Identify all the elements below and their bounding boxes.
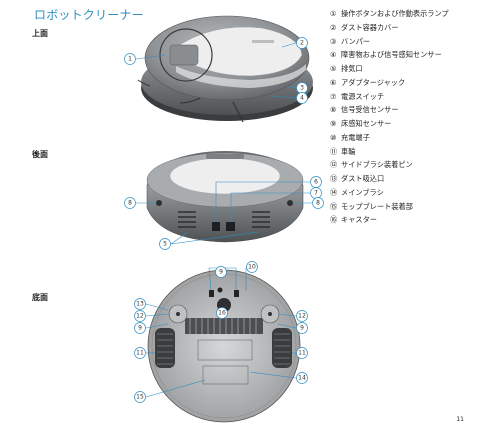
charge-terminal-right <box>234 290 239 297</box>
callout-marker: 8 <box>124 197 136 209</box>
side-brush-pin-left <box>176 312 180 316</box>
robot-bottom-view <box>147 269 301 423</box>
svg-text:13: 13 <box>136 301 144 308</box>
svg-text:4: 4 <box>300 95 304 102</box>
mop-plate-mount <box>202 365 249 385</box>
callout-marker: 14 <box>296 372 308 384</box>
svg-text:9: 9 <box>138 325 142 332</box>
side-brush-pin-right <box>268 312 272 316</box>
power-switch <box>226 222 235 231</box>
callout-marker: 3 <box>296 82 308 94</box>
callout-marker: 9 <box>296 322 308 334</box>
callout-marker: 10 <box>246 261 258 273</box>
svg-text:7: 7 <box>314 190 318 197</box>
page-title: ロボットクリーナー <box>34 8 144 22</box>
callout-marker: 15 <box>134 391 146 403</box>
callout-marker: 6 <box>310 176 322 188</box>
callout-marker: 9 <box>134 322 146 334</box>
section-label-bottom: 底面 <box>32 293 48 302</box>
svg-text:9: 9 <box>219 269 223 276</box>
callout-marker: 12 <box>134 310 146 322</box>
signal-sensor-right <box>287 200 293 206</box>
main-brush <box>185 318 263 334</box>
svg-text:16: 16 <box>218 310 226 317</box>
svg-text:12: 12 <box>136 313 144 320</box>
control-panel-highlight <box>159 28 213 82</box>
robot-top-view <box>137 15 313 123</box>
svg-text:12: 12 <box>298 313 306 320</box>
svg-text:3: 3 <box>300 85 304 92</box>
callout-marker: 1 <box>124 53 136 65</box>
callout-marker: 8 <box>312 197 324 209</box>
floor-sensor-front <box>217 287 223 293</box>
section-label-back: 後面 <box>32 150 48 159</box>
callout-marker: 11 <box>134 347 146 359</box>
callout-marker: 7 <box>310 187 322 199</box>
svg-text:6: 6 <box>314 179 318 186</box>
callout-marker: 16 <box>216 307 228 319</box>
svg-text:11: 11 <box>298 350 306 357</box>
callout-leaders <box>135 42 312 398</box>
adapter-jack <box>212 222 220 231</box>
side-brush-bristle <box>232 101 244 123</box>
exhaust-vents <box>178 211 270 228</box>
callout-marker: 13 <box>134 298 146 310</box>
svg-text:8: 8 <box>128 200 132 207</box>
svg-text:1: 1 <box>128 56 132 63</box>
callout-marker: 12 <box>296 310 308 322</box>
svg-text:2: 2 <box>300 40 304 47</box>
charge-terminal-left <box>209 290 214 297</box>
callout-marker: 11 <box>296 347 308 359</box>
robot-back-view <box>146 151 304 243</box>
svg-text:15: 15 <box>136 394 144 401</box>
page-number: 11 <box>456 416 464 423</box>
svg-text:10: 10 <box>248 264 256 271</box>
callout-marker: 9 <box>215 266 227 278</box>
callout-marker: 4 <box>296 92 308 104</box>
svg-text:14: 14 <box>298 375 306 382</box>
callout-marker: 2 <box>296 37 308 49</box>
control-button-panel <box>169 44 199 66</box>
svg-text:5: 5 <box>163 241 167 248</box>
section-label-top: 上面 <box>32 29 48 38</box>
callout-marker: 5 <box>159 238 171 250</box>
svg-text:11: 11 <box>136 350 144 357</box>
callout-markers: 1 2 3 4 8 6 7 8 5 9 10 13 16 12 12 9 9 1… <box>124 37 324 403</box>
svg-text:8: 8 <box>316 200 320 207</box>
signal-sensor-left <box>156 200 162 206</box>
svg-text:9: 9 <box>300 325 304 332</box>
